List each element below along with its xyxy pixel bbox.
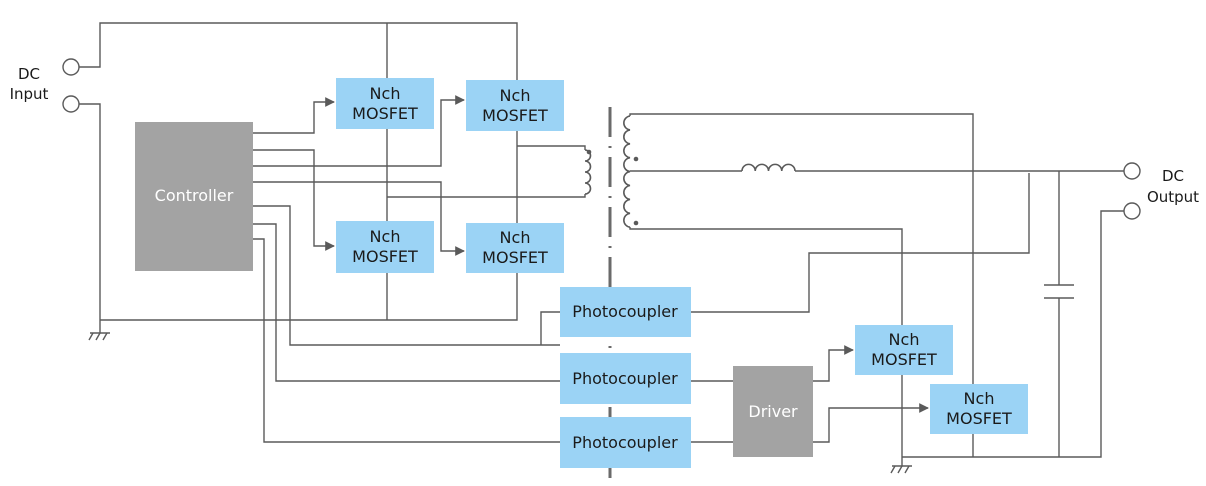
primary-mosfet-low-right: Nch MOSFET	[466, 223, 564, 273]
photocoupler-drive-1: Photocoupler	[560, 353, 691, 404]
controller-block: Controller	[135, 122, 253, 271]
dc-input-negative-terminal	[62, 95, 80, 113]
mosfet-label-line2: MOSFET	[946, 409, 1012, 428]
primary-mosfet-high-right: Nch MOSFET	[466, 80, 564, 131]
photocoupler-label: Photocoupler	[572, 433, 678, 452]
mosfet-label-line2: MOSFET	[352, 104, 418, 123]
photocoupler-feedback: Photocoupler	[560, 287, 691, 337]
dc-output-label-line2: Output	[1147, 188, 1199, 206]
ground-symbol-primary	[88, 320, 110, 341]
mosfet-label-line2: MOSFET	[871, 350, 937, 369]
controller-label: Controller	[155, 186, 234, 205]
photocoupler-label: Photocoupler	[572, 302, 678, 321]
mosfet-label-line2: MOSFET	[482, 106, 548, 125]
dc-output-label-line1: DC	[1162, 167, 1184, 185]
mosfet-label-line1: Nch	[370, 227, 401, 246]
secondary-mosfet-2: Nch MOSFET	[930, 384, 1028, 434]
photocoupler-drive-2: Photocoupler	[560, 417, 691, 468]
mosfet-label-line2: MOSFET	[352, 247, 418, 266]
mosfet-label-line1: Nch	[964, 389, 995, 408]
dc-output-positive-terminal	[1123, 162, 1141, 180]
transformer-secondary-winding	[623, 115, 631, 228]
ground-symbol-secondary	[890, 465, 912, 474]
transformer-primary-winding	[584, 149, 592, 195]
mosfet-label-line1: Nch	[500, 86, 531, 105]
dc-input-positive-terminal	[62, 58, 80, 76]
mosfet-label-line1: Nch	[370, 84, 401, 103]
dc-input-label-line1: DC	[18, 65, 40, 83]
driver-label: Driver	[748, 402, 798, 421]
mosfet-label-line1: Nch	[500, 228, 531, 247]
primary-mosfet-low-left: Nch MOSFET	[336, 221, 434, 273]
dc-input-label-line2: Input	[10, 85, 49, 103]
mosfet-label-line2: MOSFET	[482, 248, 548, 267]
primary-mosfet-high-left: Nch MOSFET	[336, 78, 434, 129]
output-capacitor	[1044, 284, 1074, 299]
mosfet-label-line1: Nch	[889, 330, 920, 349]
secondary-mosfet-1: Nch MOSFET	[855, 325, 953, 375]
wiring	[79, 22, 1124, 466]
driver-block: Driver	[733, 366, 813, 457]
photocoupler-label: Photocoupler	[572, 369, 678, 388]
output-inductor	[741, 163, 796, 172]
dc-output-negative-terminal	[1123, 202, 1141, 220]
